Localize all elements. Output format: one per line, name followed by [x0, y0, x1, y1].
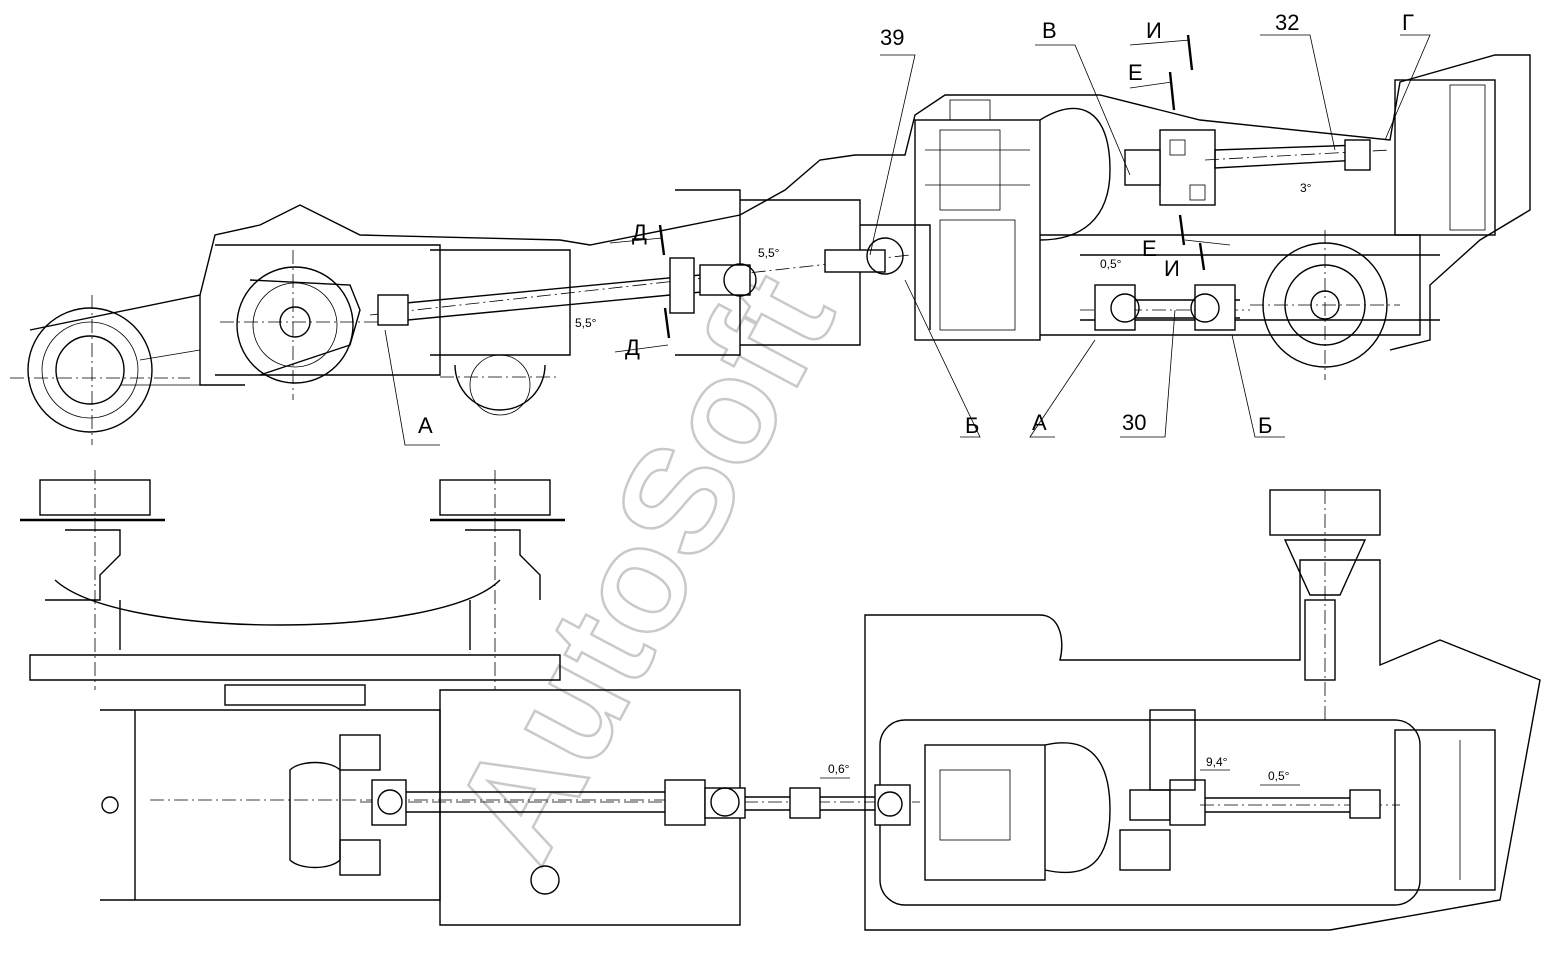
angle-bottom-front: 0,6° — [828, 762, 850, 776]
gearbox-plan — [924, 729, 1496, 891]
label-i-bottom: И — [1164, 256, 1180, 281]
label-39: 39 — [880, 25, 904, 50]
label-d-bottom: Д — [625, 335, 640, 360]
angle-front-lower: 5,5° — [575, 316, 597, 330]
front-hub — [10, 295, 190, 445]
gearbox — [914, 99, 1111, 341]
label-a-left: А — [418, 413, 433, 438]
angle-upper-right: 3° — [1300, 181, 1312, 195]
shaft-rear-top — [1080, 284, 1250, 331]
label-d-top: Д — [632, 220, 647, 245]
label-30: 30 — [1122, 410, 1146, 435]
label-v: В — [1042, 18, 1057, 43]
front-axle-housing — [220, 250, 380, 400]
rear-frame-plan — [864, 489, 1541, 931]
bottom-view: 0,6° 0,5° 9,4° — [20, 470, 1541, 931]
angle-bottom-short: 9,4° — [1206, 755, 1228, 769]
label-b-right: Б — [1258, 413, 1272, 438]
rear-wheel — [1250, 230, 1400, 380]
angle-bottom-rear: 0,5° — [1268, 769, 1290, 783]
label-g: Г — [1402, 10, 1414, 35]
angle-front-upper: 5,5° — [758, 246, 780, 260]
shaft-rear-plan — [1129, 709, 1400, 826]
shaft-front-top — [369, 237, 911, 326]
label-a-right: А — [1032, 410, 1047, 435]
label-e-bottom: Е — [1142, 236, 1157, 261]
label-i-top: И — [1146, 18, 1162, 43]
shaft-upper-right — [1124, 139, 1391, 186]
front-axle-plan — [20, 470, 565, 706]
label-e-top: Е — [1128, 60, 1143, 85]
front-frame-plan — [100, 689, 741, 926]
shaft-long-plan — [360, 779, 920, 826]
label-b-left: Б — [965, 413, 979, 438]
top-view: А Б А Б Д Д В И Е Е И Г 39 32 30 5,5° 5,… — [10, 10, 1531, 446]
middle-wheel — [440, 354, 560, 416]
angle-rear: 0,5° — [1100, 257, 1122, 271]
label-32: 32 — [1275, 10, 1299, 35]
upper-drive-unit — [1159, 79, 1496, 236]
